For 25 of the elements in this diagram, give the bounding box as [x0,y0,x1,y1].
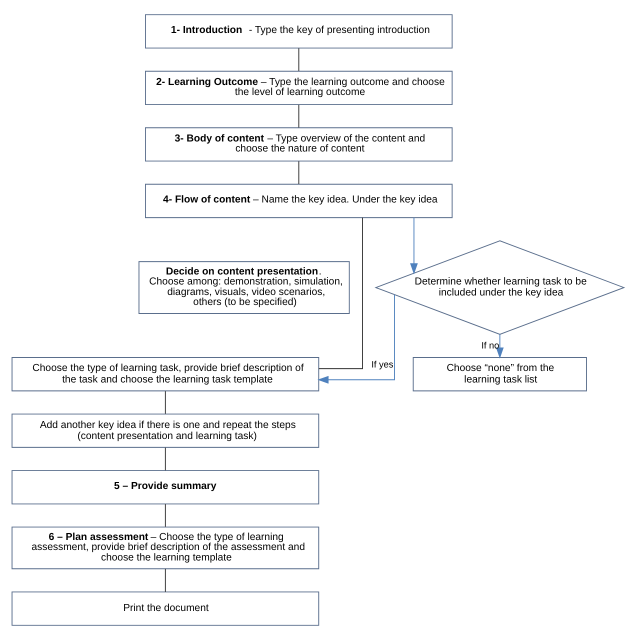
node-box: 4- Flow of content – Name the key idea. Under the key idea [145,184,453,218]
node-box: 3- Body of content – Type overview of the content and choose the nature of content [145,127,453,162]
arrow [496,334,504,359]
node-diamond: Determine whether learning task to be included under the key idea [374,240,626,335]
arrow [410,217,418,274]
node-box: Choose the type of learning task, provide brief description of the task and choose the learning task template [12,357,320,392]
connector [164,568,166,592]
connector [298,160,300,184]
node-box: 1- Introduction - Type the key of presenting introduction [145,14,453,49]
connector [164,504,166,528]
connector [318,217,363,370]
node-box: Decide on content presentation. Choose among: demonstration, simulation, diagrams, visuals, video scenarios, others (to be specified) [138,261,350,314]
node-box: Print the document [12,591,320,626]
connector [298,48,300,72]
edge-label: If yes [371,360,394,370]
node-box: 5 – Provide summary [12,470,320,504]
node-box: Add another key idea if there is one and repeat the steps (content presentation and learning task) [12,414,320,448]
arrow [317,294,395,384]
node-box: Choose “none” from the learning task list [412,357,587,392]
node-box: 2- Learning Outcome – Type the learning outcome and choose the level of learning outcome [145,70,453,106]
connector [164,390,166,414]
connector [298,104,300,128]
node-box: 6 – Plan assessment – Choose the type of learning assessment, provide brief description of the assessment and choose the learning template [12,526,320,570]
connector [164,447,166,471]
edge-label: If no [481,340,500,351]
